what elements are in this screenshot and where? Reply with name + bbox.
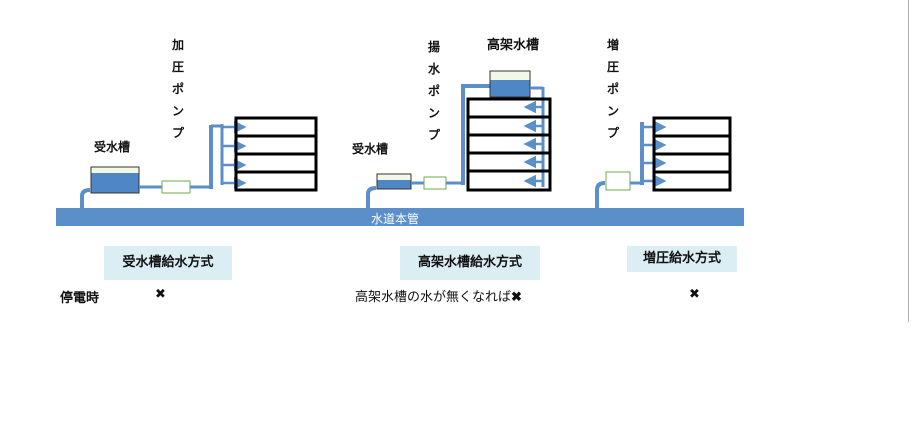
outage-label: 停電時 [60, 291, 100, 306]
section2-tank-label: 受水槽 [352, 142, 389, 156]
section3-inlet-pipe [595, 181, 606, 208]
main-pipe-label: 水道本管 [371, 212, 420, 226]
section1-inlet-pipe [80, 188, 91, 208]
section2-elevated-tank-water [490, 80, 530, 97]
section2-pump-label: 揚 水 ポ ン プ [427, 40, 440, 142]
section1-building [234, 116, 318, 192]
right-edge-line [908, 0, 909, 322]
section3-supply [595, 116, 732, 208]
method-booster: 増圧給水方式 [627, 246, 737, 272]
section2-building [466, 97, 552, 192]
section3-building [652, 116, 732, 192]
method-receiving-tank: 受水槽給水方式 [104, 246, 232, 280]
section3-booster-pump [605, 171, 631, 191]
outage-elevated-text: 高架水槽の水が無くなれば [355, 290, 512, 305]
section2-inlet-pipe [366, 186, 377, 208]
main-water-pipe [56, 208, 744, 226]
section1-tank-water [91, 173, 139, 193]
section1-pump-label: 加 圧 ポ ン プ [171, 38, 184, 140]
cross-icon: ✖ [689, 287, 700, 302]
cross-icon: ✖ [155, 287, 166, 302]
section1-pump [161, 180, 191, 194]
section3-pump-label: 増 圧 ポ ン プ [606, 38, 619, 140]
section2-pump [423, 176, 447, 190]
section2-elevated-tank-label: 高架水槽 [487, 38, 540, 53]
cross-icon: ✖ [511, 290, 522, 305]
section2-tank-water [377, 180, 411, 189]
outage-elevated-note: 高架水槽の水が無くなれば✖ [355, 286, 522, 305]
section1-supply [80, 116, 318, 208]
section2-supply [366, 70, 552, 208]
method-elevated-tank: 高架水槽給水方式 [400, 246, 540, 280]
section1-tank-label: 受水槽 [94, 140, 131, 154]
